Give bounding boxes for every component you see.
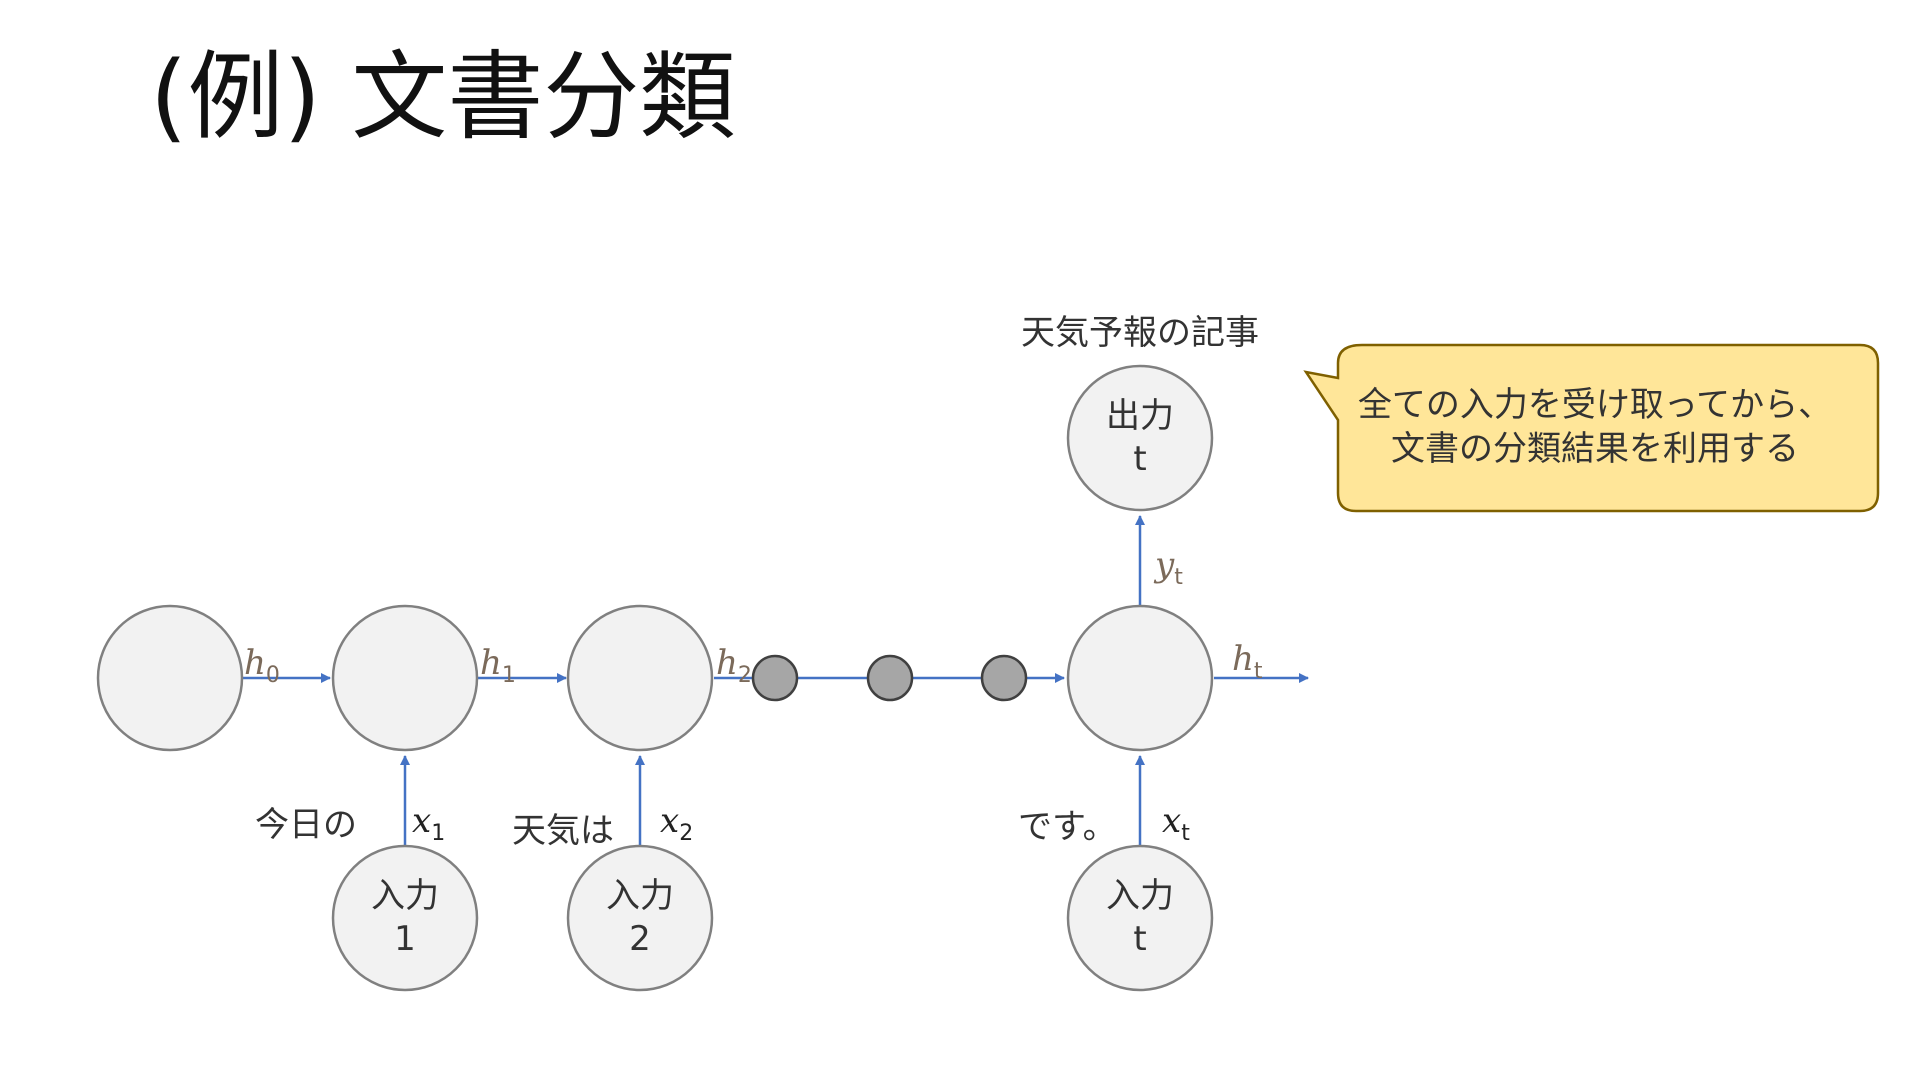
label-xt: xt <box>1162 801 1190 846</box>
label-yt: yt <box>1153 545 1183 590</box>
word-2: 天気は <box>512 811 614 851</box>
input-node-1-index: 1 <box>394 919 416 959</box>
input-node-2-label: 入力 <box>606 876 674 916</box>
output-class-label: 天気予報の記事 <box>1021 313 1259 353</box>
input-node-2-index: 2 <box>629 919 651 959</box>
ellipsis-dot <box>866 654 914 702</box>
ellipsis-dot <box>751 654 799 702</box>
label-h2: h2 <box>716 643 752 688</box>
input-node-1 <box>331 844 479 992</box>
hidden-node-1 <box>331 604 479 752</box>
input-node-t <box>1066 844 1214 992</box>
hidden-node-2 <box>566 604 714 752</box>
label-x2: x2 <box>660 801 693 846</box>
label-h1: h1 <box>480 643 516 688</box>
callout-bubble <box>1303 343 1880 513</box>
callout-text-line-2: 文書の分類結果を利用する <box>1391 429 1799 469</box>
input-node-2 <box>566 844 714 992</box>
callout-text-line-1: 全ての入力を受け取ってから、 <box>1358 385 1832 425</box>
label-h0: h0 <box>244 643 280 688</box>
word-1: 今日の <box>255 805 357 845</box>
word-t: です。 <box>1018 807 1117 847</box>
slide-title: (例) 文書分類 <box>150 41 736 153</box>
input-node-t-label: 入力 <box>1106 876 1174 916</box>
hidden-node-t <box>1066 604 1214 752</box>
hidden-node-0 <box>96 604 244 752</box>
output-node-index: t <box>1133 439 1146 479</box>
label-ht: ht <box>1232 639 1263 684</box>
ellipsis-dot <box>980 654 1028 702</box>
label-x1: x1 <box>412 801 445 846</box>
input-node-1-label: 入力 <box>371 876 439 916</box>
input-node-t-index: t <box>1133 919 1146 959</box>
output-node-label: 出力 <box>1106 396 1174 436</box>
output-node-t <box>1066 364 1214 512</box>
